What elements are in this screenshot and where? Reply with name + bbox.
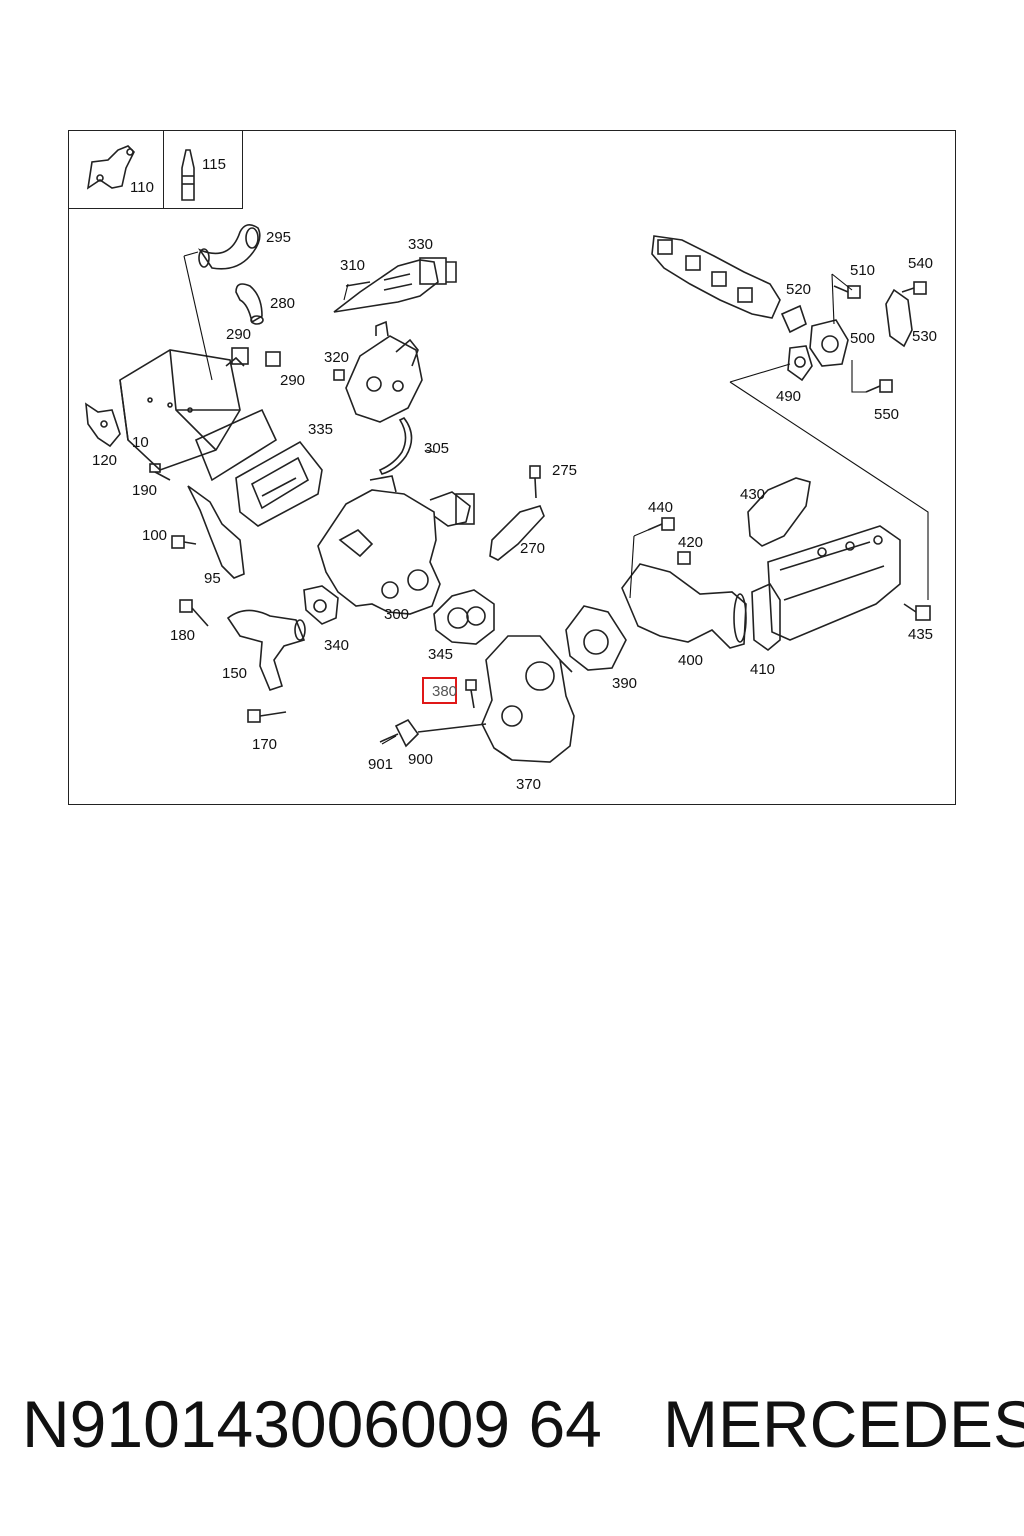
label-500: 500 xyxy=(850,330,876,347)
label-330: 330 xyxy=(408,236,434,253)
bolt-510-drawing xyxy=(833,285,861,299)
upper-manifold-drawing xyxy=(651,235,781,319)
inset-divider xyxy=(163,130,164,209)
sensor-900-drawing xyxy=(379,718,487,748)
label-520: 520 xyxy=(786,281,812,298)
label-180: 180 xyxy=(170,627,196,644)
label-550: 550 xyxy=(874,406,900,423)
label-290-b: 290 xyxy=(280,372,306,389)
gasket-490-drawing xyxy=(787,345,813,382)
label-320: 320 xyxy=(324,349,350,366)
label-110: 110 xyxy=(130,179,154,196)
hose-280-drawing xyxy=(235,283,264,325)
bolt-170-drawing xyxy=(247,709,287,723)
label-370: 370 xyxy=(516,776,542,793)
turbocharger-370-drawing xyxy=(481,635,575,763)
clamp-290-drawing xyxy=(231,347,281,367)
gasket-520-drawing xyxy=(780,304,807,334)
label-275: 275 xyxy=(552,462,578,479)
egr-module-300-drawing xyxy=(317,475,475,615)
label-310: 310 xyxy=(340,257,366,274)
egr-valve-330-drawing xyxy=(333,257,457,313)
brand-name: MERCEDES xyxy=(663,1387,1024,1461)
highlight-box-380 xyxy=(422,677,457,704)
label-10: 10 xyxy=(132,434,149,451)
bracket-120-drawing xyxy=(85,402,121,448)
label-295: 295 xyxy=(266,229,292,246)
gasket-340-drawing xyxy=(303,585,339,625)
label-430: 430 xyxy=(740,486,766,503)
part-number: N910143006009 64 xyxy=(22,1387,602,1461)
footer: N910143006009 64 MERCEDES xyxy=(0,1384,1024,1464)
gasket-390-drawing xyxy=(565,605,627,671)
label-280: 280 xyxy=(270,295,296,312)
label-435: 435 xyxy=(908,626,934,643)
manifold-400-drawing xyxy=(621,563,747,649)
diagram-frame xyxy=(68,130,956,805)
bolt-435-drawing xyxy=(903,603,931,621)
label-270: 270 xyxy=(520,540,546,557)
label-420: 420 xyxy=(678,534,704,551)
bolt-100-drawing xyxy=(171,535,197,549)
label-170: 170 xyxy=(252,736,278,753)
label-380[interactable]: 380 xyxy=(432,683,458,700)
leader-lines xyxy=(183,251,929,745)
bracket-530-drawing xyxy=(885,288,913,348)
bolt-420-drawing xyxy=(677,551,691,565)
label-300: 300 xyxy=(384,606,410,623)
bolt-190-drawing xyxy=(149,463,171,481)
heat-shield-430-drawing xyxy=(747,477,811,547)
bolt-180-drawing xyxy=(179,599,209,627)
label-335: 335 xyxy=(308,421,334,438)
label-390: 390 xyxy=(612,675,638,692)
label-900: 900 xyxy=(408,751,434,768)
gasket-345-drawing xyxy=(433,589,495,645)
bolt-540-drawing xyxy=(901,281,927,295)
label-115: 115 xyxy=(202,156,226,173)
bolt-550-drawing xyxy=(865,379,893,393)
flange-500-drawing xyxy=(809,319,849,367)
label-120: 120 xyxy=(92,452,118,469)
label-190: 190 xyxy=(132,482,158,499)
pipe-150-drawing xyxy=(226,609,306,691)
bolt-440-drawing xyxy=(647,517,675,531)
label-95: 95 xyxy=(204,570,221,587)
label-530: 530 xyxy=(912,328,938,345)
label-410: 410 xyxy=(750,661,776,678)
label-400: 400 xyxy=(678,652,704,669)
label-150: 150 xyxy=(222,665,248,682)
label-305: 305 xyxy=(424,440,450,457)
label-345: 345 xyxy=(428,646,454,663)
hose-295-drawing xyxy=(197,224,261,270)
exhaust-manifold-drawing xyxy=(767,525,901,641)
gasket-335-drawing xyxy=(235,440,323,527)
label-340: 340 xyxy=(324,637,350,654)
label-100: 100 xyxy=(142,527,168,544)
bolt-275-drawing xyxy=(529,465,541,499)
inset-box xyxy=(68,130,243,209)
pin-115-drawing xyxy=(181,149,195,201)
egr-cooler-10-drawing xyxy=(119,349,278,482)
bracket-95-drawing xyxy=(187,485,245,579)
bolt-380-drawing xyxy=(465,679,477,709)
gasket-270-drawing xyxy=(489,505,545,561)
gasket-410-drawing xyxy=(751,582,781,652)
label-901: 901 xyxy=(368,756,394,773)
hose-305-drawing xyxy=(378,416,413,475)
label-490: 490 xyxy=(776,388,802,405)
label-540: 540 xyxy=(908,255,934,272)
bracket-110-drawing xyxy=(86,145,135,190)
throttle-320-drawing xyxy=(345,320,423,423)
label-510: 510 xyxy=(850,262,876,279)
bolt-320-drawing xyxy=(333,369,345,381)
label-290-a: 290 xyxy=(226,326,252,343)
label-440: 440 xyxy=(648,499,674,516)
